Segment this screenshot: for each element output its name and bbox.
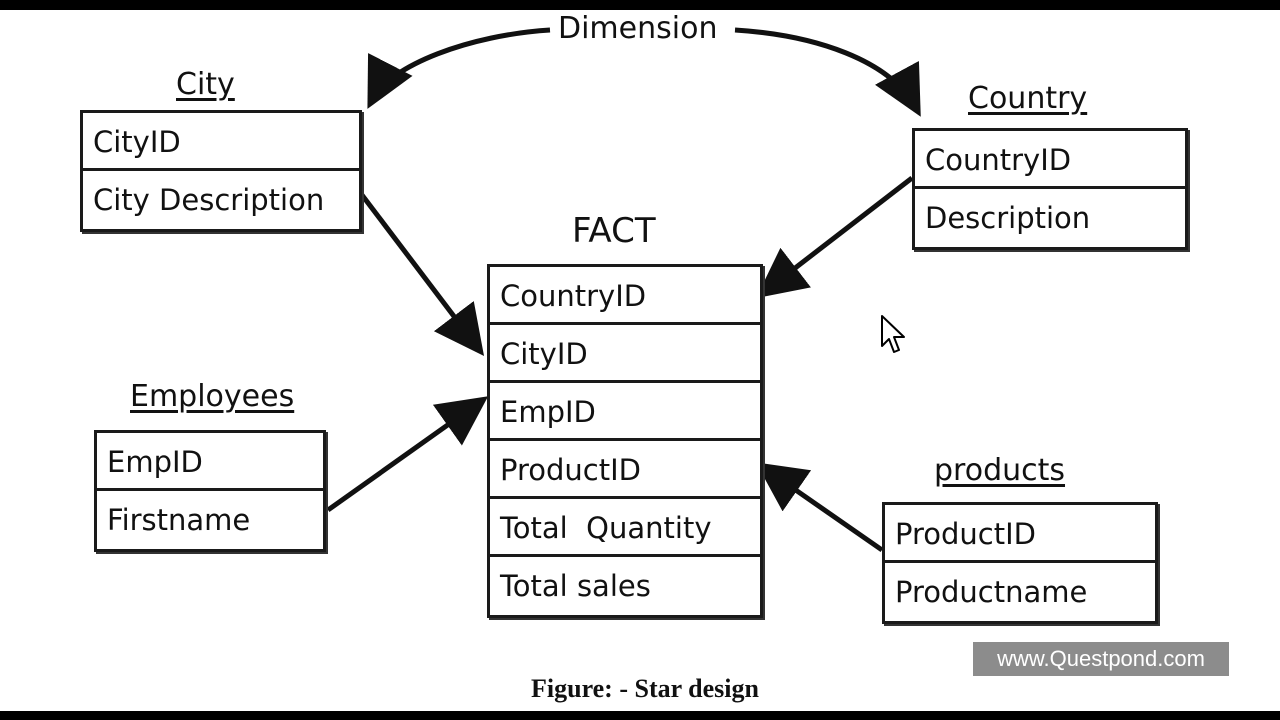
table-row: Productname	[895, 575, 1088, 609]
table-row: CityID	[490, 325, 760, 383]
products-table-title: products	[934, 453, 1066, 488]
table-row: Total sales	[500, 569, 651, 603]
employees-to-fact-arrow	[326, 396, 489, 513]
city-dimension-table: CityID City Description	[80, 110, 362, 232]
bottom-letterbox-bar	[0, 711, 1280, 720]
table-row: EmpID	[490, 383, 760, 441]
figure-caption: Figure: - Star design	[531, 674, 759, 703]
table-row: ProductID	[885, 505, 1155, 563]
fact-table-title: FACT	[572, 211, 656, 251]
products-dimension-table: ProductID Productname	[882, 502, 1158, 624]
employees-table-title: Employees	[130, 379, 295, 414]
country-to-fact-arrow	[756, 176, 914, 299]
employees-dimension-table: EmpID Firstname	[94, 430, 326, 552]
table-row: EmpID	[97, 433, 323, 491]
table-row: CountryID	[915, 131, 1185, 189]
dimension-label: Dimension	[558, 11, 718, 46]
country-table-title: Country	[968, 81, 1088, 116]
table-row: Description	[925, 201, 1091, 235]
table-row: Firstname	[107, 503, 251, 537]
mouse-pointer-icon	[881, 315, 905, 353]
city-table-title: City	[176, 67, 235, 102]
table-row: CountryID	[490, 267, 760, 325]
table-row: CityID	[83, 113, 359, 171]
dimension-arrow-to-city	[367, 27, 551, 109]
top-letterbox-bar	[0, 0, 1280, 10]
table-row: ProductID	[490, 441, 760, 499]
watermark: www.Questpond.com	[973, 642, 1229, 676]
table-row: City Description	[93, 183, 325, 217]
dimension-arrow-to-country	[734, 27, 921, 117]
city-to-fact-arrow	[360, 193, 485, 356]
table-row: Total Quantity	[490, 499, 760, 557]
fact-table: CountryID CityID EmpID ProductID Total Q…	[487, 264, 763, 618]
products-to-fact-arrow	[755, 462, 884, 553]
country-dimension-table: CountryID Description	[912, 128, 1188, 250]
